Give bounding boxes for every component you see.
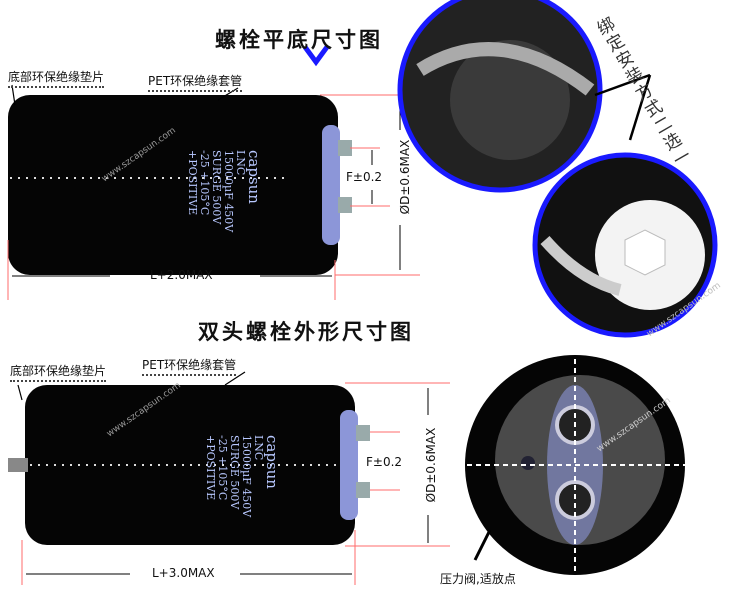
bottom-stud	[8, 458, 28, 472]
section1-dim-d: ØD±0.6MAX	[398, 139, 412, 215]
section1-title: 螺栓平底尺寸图	[215, 28, 383, 52]
section2-dim-l: L+3.0MAX	[152, 566, 215, 580]
capacitor-label-1: capsun LNC 15000µF 450V SURGE 500V -25 +…	[186, 150, 263, 233]
section1-dim-l: L+2.0MAX	[150, 268, 213, 282]
rating: 15000µF 450V	[222, 150, 235, 233]
polarity: +POSITIVE	[204, 435, 217, 501]
v-mark	[302, 45, 330, 67]
terminal-plate-1	[322, 125, 340, 245]
section2-dim-f: F±0.2	[366, 455, 403, 469]
vent-label: 压力阀,适放点	[440, 572, 516, 586]
section2-bottom-pad-label: 底部环保绝缘垫片	[10, 362, 107, 382]
section2-title: 双头螺栓外形尺寸图	[198, 320, 414, 344]
pressure-vent	[521, 456, 535, 470]
surge: SURGE 500V	[210, 150, 223, 225]
terminal-plate-2	[340, 410, 358, 520]
capacitor-label-2: capsun LNC 15000µF 450V SURGE 500V -25 +…	[204, 435, 281, 518]
surge: SURGE 500V	[228, 435, 241, 510]
terminal-screw-bottom-1	[338, 197, 352, 213]
polarity: +POSITIVE	[186, 150, 199, 216]
section1-bottom-pad-label: 底部环保绝缘垫片	[8, 68, 105, 88]
brand: capsun	[245, 150, 263, 204]
rating: 15000µF 450V	[240, 435, 253, 518]
temp-range: -25 +105°C	[198, 150, 211, 216]
section2-sleeve-label: PET环保绝缘套管	[142, 356, 237, 376]
temp-range: -25 +105°C	[216, 435, 229, 501]
brand: capsun	[263, 435, 281, 489]
capacitor-body-1	[8, 95, 338, 275]
section2-dim-d: ØD±0.6MAX	[424, 427, 438, 503]
section1-dim-f: F±0.2	[346, 170, 383, 184]
terminal-bottom-bottomview	[555, 480, 595, 520]
section1-sleeve-label: PET环保绝缘套管	[148, 72, 243, 92]
terminal-screw-top-1	[338, 140, 352, 156]
